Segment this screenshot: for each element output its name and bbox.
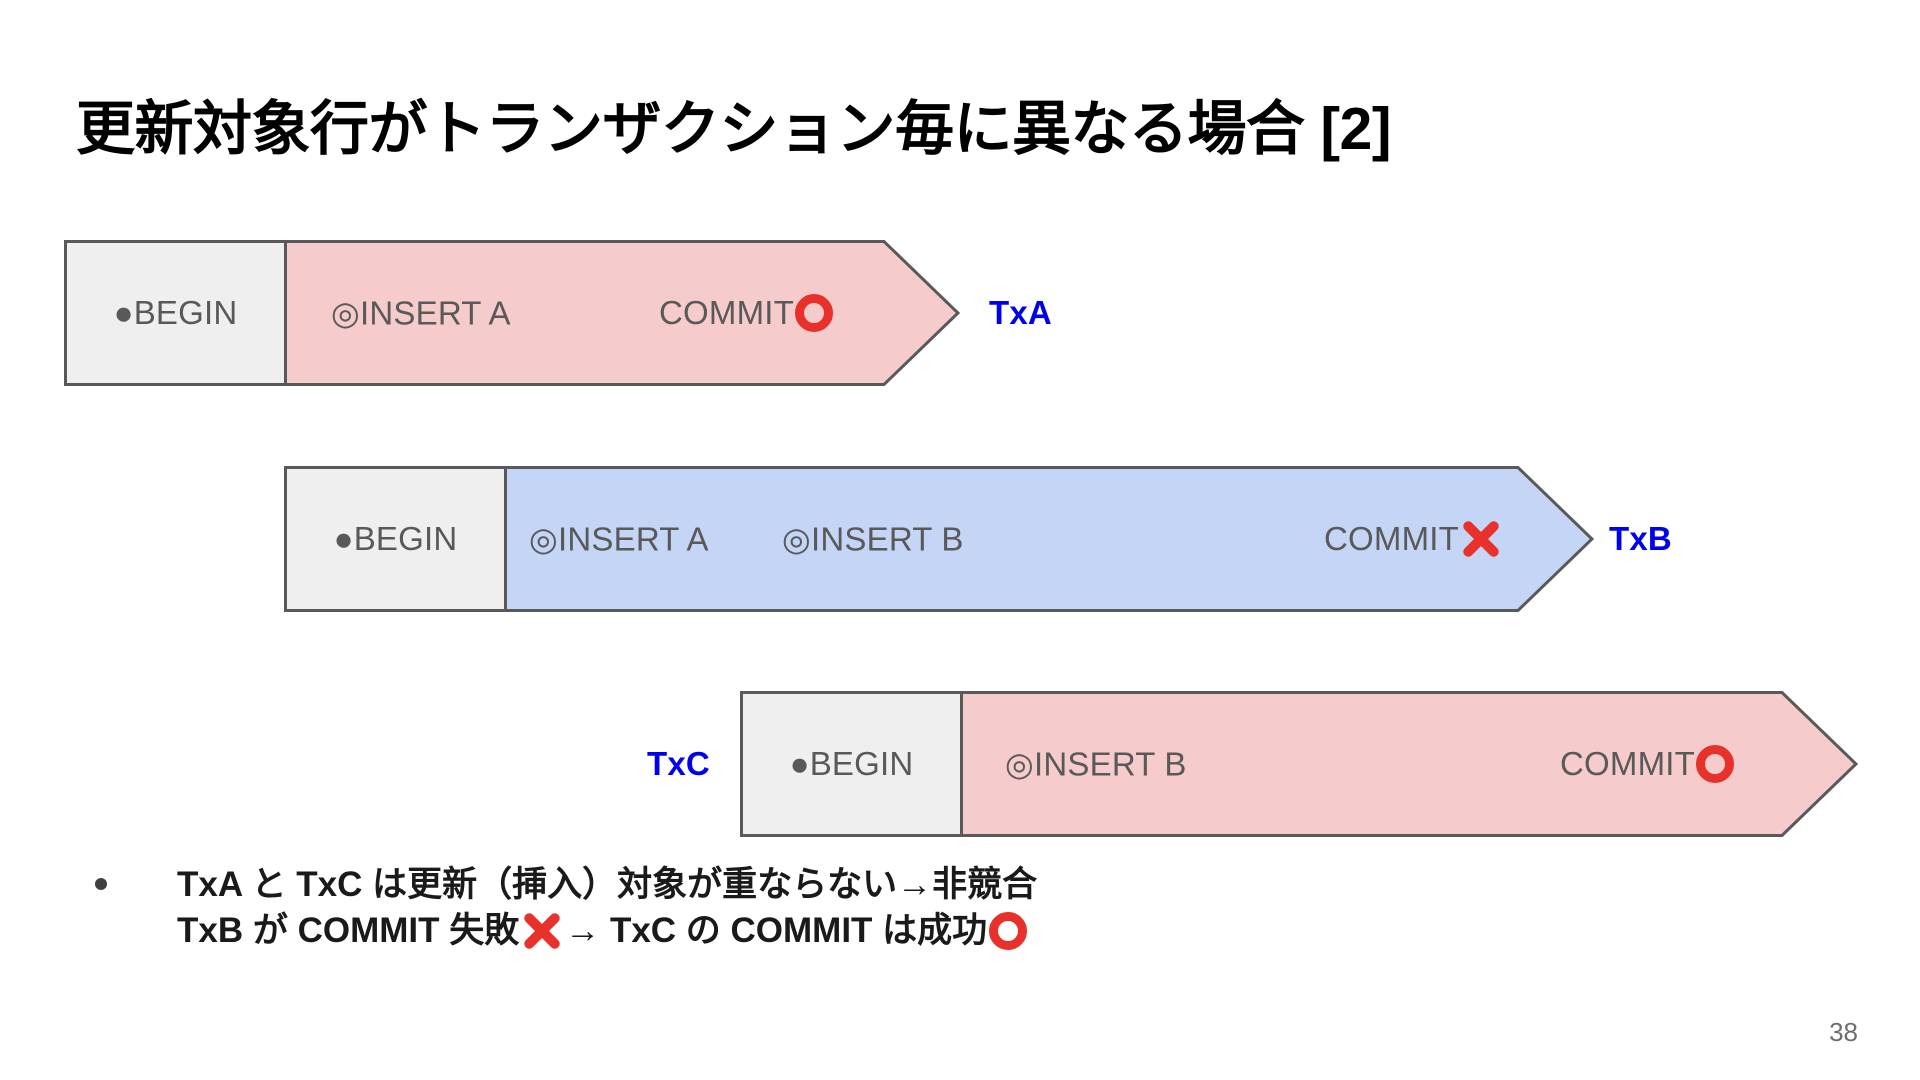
transaction-name-txc: TxC: [647, 745, 710, 782]
commit-label-txc: COMMIT: [1560, 745, 1696, 782]
result-ng-icon-txb: [1460, 518, 1502, 560]
begin-box-txa[interactable]: ●BEGIN: [64, 240, 287, 386]
operation-label-insert-a: ◎INSERT A: [331, 294, 511, 332]
commit-group-txb: COMMIT: [1324, 518, 1502, 560]
begin-box-txb[interactable]: ●BEGIN: [284, 466, 507, 612]
begin-label-txa: ●BEGIN: [113, 294, 238, 331]
bullet-line-1: TxA と TxC は更新（挿入）対象が重ならない→非競合: [177, 862, 1595, 908]
transaction-row-txa: ●BEGIN ◎INSERT A COMMIT TxA: [64, 240, 1052, 386]
result-ok-icon-txc: [1696, 745, 1735, 783]
result-ok-icon-bullet: [989, 912, 1028, 951]
transaction-body-txa[interactable]: ◎INSERT A COMMIT: [284, 240, 960, 386]
transaction-name-txa: TxA: [989, 294, 1052, 331]
bullet-line-2: TxB が COMMIT 失敗 → TxC の COMMIT は成功: [177, 908, 1595, 954]
begin-box-txc[interactable]: ●BEGIN: [740, 691, 963, 837]
commit-label-txb: COMMIT: [1324, 520, 1460, 557]
bullet-line-2-text-a: TxB が COMMIT 失敗: [177, 911, 520, 951]
page-title: 更新対象行がトランザクション毎に異なる場合 [2]: [76, 96, 1392, 162]
bullet-line-1-text: TxA と TxC は更新（挿入）対象が重ならない→非競合: [177, 865, 1038, 904]
arrow-content-txb: ◎INSERT A ◎INSERT B COMMIT: [504, 466, 1594, 612]
page-number: 38: [1829, 1017, 1858, 1047]
operation-label-insert-b: ◎INSERT B: [1005, 745, 1187, 783]
summary-bullet-block: TxA と TxC は更新（挿入）対象が重ならない→非競合 TxB が COMM…: [95, 862, 1595, 954]
transaction-name-txb: TxB: [1609, 520, 1672, 557]
commit-group-txa: COMMIT: [659, 294, 834, 332]
bullet-marker-icon: [95, 878, 107, 890]
bullet-lines: TxA と TxC は更新（挿入）対象が重ならない→非競合 TxB が COMM…: [177, 862, 1595, 954]
transaction-body-txc[interactable]: ◎INSERT B COMMIT: [960, 691, 1858, 837]
result-ng-icon-bullet: [521, 910, 563, 952]
transaction-row-txc: TxC ●BEGIN ◎INSERT B COMMIT: [647, 691, 1920, 837]
commit-label-txa: COMMIT: [659, 294, 795, 331]
transaction-row-txb: ●BEGIN ◎INSERT A ◎INSERT B COMMIT TxB: [284, 466, 1704, 612]
result-ok-icon-txa: [795, 294, 834, 332]
arrow-content-txa: ◎INSERT A COMMIT: [284, 240, 960, 386]
bullet-line-2-text-b: → TxC の COMMIT は成功: [565, 911, 988, 951]
arrow-content-txc: ◎INSERT B COMMIT: [960, 691, 1858, 837]
begin-label-txc: ●BEGIN: [789, 745, 914, 782]
begin-label-txb: ●BEGIN: [333, 520, 458, 557]
commit-group-txc: COMMIT: [1560, 745, 1735, 783]
transaction-body-txb[interactable]: ◎INSERT A ◎INSERT B COMMIT: [504, 466, 1594, 612]
operation-label-insert-b: ◎INSERT B: [782, 520, 964, 558]
operation-label-insert-a: ◎INSERT A: [529, 520, 709, 558]
